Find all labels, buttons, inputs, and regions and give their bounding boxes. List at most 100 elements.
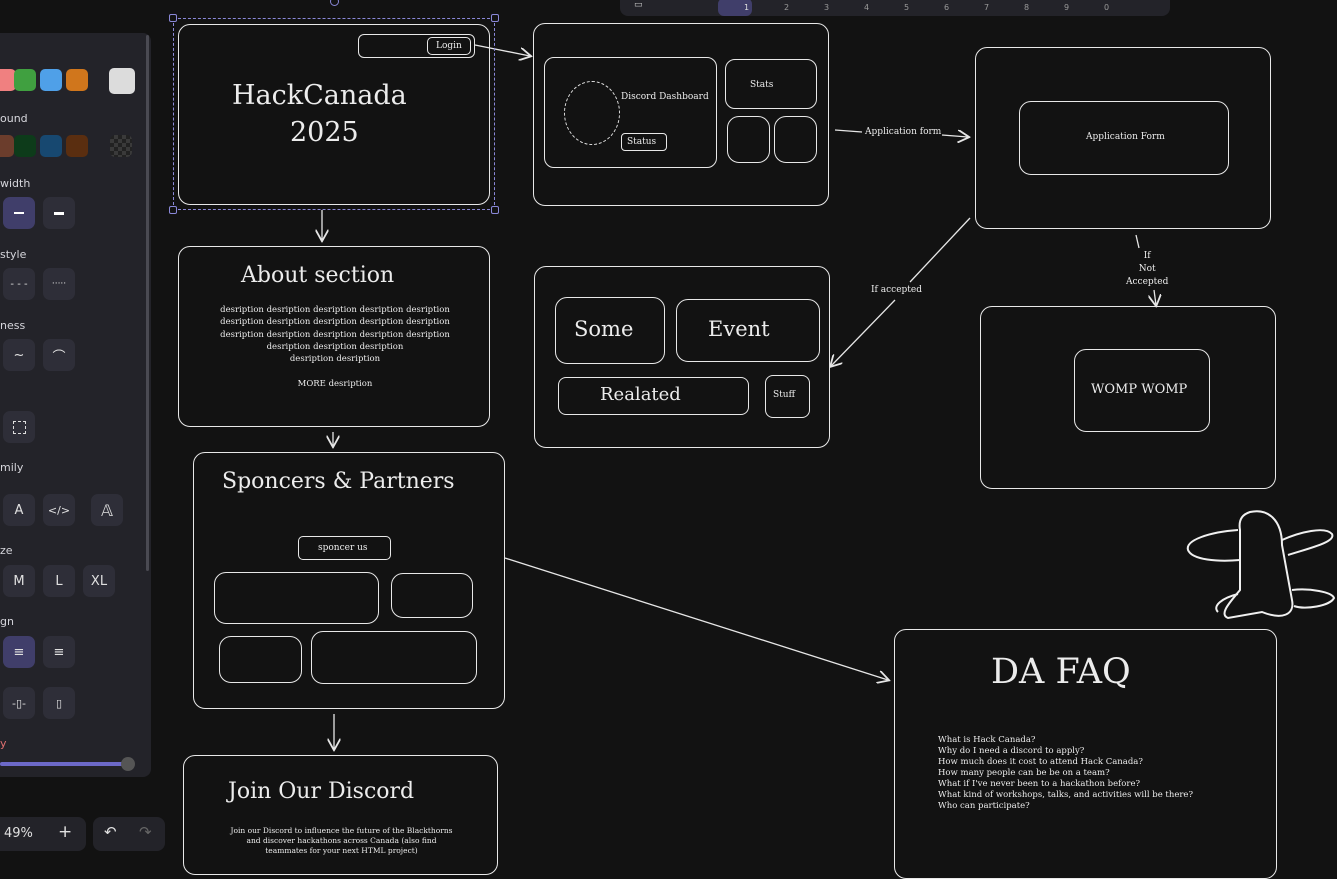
stroke-width-extra-bold-button[interactable] <box>43 197 75 229</box>
faq-question[interactable]: What kind of workshops, talks, and activ… <box>938 790 1193 801</box>
bg-color-transparent[interactable] <box>110 135 132 157</box>
align-right-button[interactable]: ≡ <box>43 636 75 668</box>
stroke-color-current[interactable] <box>109 68 135 94</box>
dashboard-frame[interactable]: Discord Dashboard Status Stats <box>533 23 829 206</box>
stat-tile[interactable] <box>727 116 770 163</box>
selection-handle[interactable] <box>169 206 177 214</box>
undo-icon[interactable]: ↶ <box>104 823 117 841</box>
if-not-accepted-line: Accepted <box>1126 277 1168 287</box>
zoom-in-icon[interactable]: + <box>58 822 72 842</box>
sloppiness-cartoonist-button[interactable]: ⌒ <box>43 339 75 371</box>
about-more: MORE desription <box>179 378 491 390</box>
font-size-m-button[interactable]: M <box>3 565 35 597</box>
dotted-line-icon: ····· <box>52 279 66 289</box>
about-line: desription desription <box>179 353 491 365</box>
zoom-level[interactable]: 49% <box>4 826 33 841</box>
stroke-color-orange[interactable] <box>66 69 88 91</box>
event-card-some[interactable]: Some <box>555 297 665 364</box>
bg-color-blue[interactable] <box>40 135 62 157</box>
discord-line: Join our Discord to influence the future… <box>184 826 499 836</box>
application-form-card[interactable]: Application Form <box>1019 101 1229 175</box>
arrow-application-to-events-head <box>831 300 895 366</box>
faq-question[interactable]: Why do I need a discord to apply? <box>938 746 1193 757</box>
font-handdrawn-button[interactable]: 𝔸 <box>91 494 123 526</box>
vertical-align-middle-button[interactable]: -▯- <box>3 687 35 719</box>
bg-color-green[interactable] <box>14 135 36 157</box>
stroke-style-dotted-button[interactable]: ····· <box>43 268 75 300</box>
opacity-slider-thumb[interactable] <box>121 757 135 771</box>
stat-tile[interactable] <box>774 116 817 163</box>
dashed-line-icon: - - - <box>10 279 27 290</box>
tool-shortcut-7[interactable]: 7 <box>984 3 989 12</box>
tool-shortcut-8[interactable]: 8 <box>1024 3 1029 12</box>
sponsor-logo-slot <box>391 573 473 618</box>
event-card-related[interactable]: Realated <box>558 377 749 415</box>
womp-card[interactable]: WOMP WOMP <box>1074 349 1210 432</box>
font-size-l-label: L <box>55 574 62 589</box>
faq-question[interactable]: How much does it cost to attend Hack Can… <box>938 757 1193 768</box>
tool-shortcut-5[interactable]: 5 <box>904 3 909 12</box>
stroke-style-dashed-button[interactable]: - - - <box>3 268 35 300</box>
stroke-width-bold-button[interactable] <box>3 197 35 229</box>
sponsor-us-label: sponcer us <box>318 543 368 553</box>
tool-shortcut-3[interactable]: 3 <box>824 3 829 12</box>
font-normal-button[interactable]: A <box>3 494 35 526</box>
selection-handle[interactable] <box>491 206 499 214</box>
stroke-color-green[interactable] <box>14 69 36 91</box>
sloppiness-artist-button[interactable]: ~ <box>3 339 35 371</box>
tool-hand[interactable]: ▭ <box>634 0 648 8</box>
opacity-slider[interactable] <box>0 762 128 766</box>
rejected-frame[interactable]: WOMP WOMP <box>980 306 1276 489</box>
redo-icon[interactable]: ↷ <box>139 823 152 841</box>
tool-shortcut-0[interactable]: 0 <box>1104 3 1109 12</box>
font-size-xl-button[interactable]: XL <box>83 565 115 597</box>
edges-sharp-button[interactable] <box>3 411 35 443</box>
application-frame[interactable]: Application Form <box>975 47 1271 229</box>
events-frame[interactable]: Some Event Realated Stuff <box>534 266 830 448</box>
dashboard-title: Discord Dashboard <box>621 92 709 102</box>
tool-shortcut-6[interactable]: 6 <box>944 3 949 12</box>
tool-shortcut-9[interactable]: 9 <box>1064 3 1069 12</box>
vertical-align-bottom-button[interactable]: ▯ <box>43 687 75 719</box>
faq-question[interactable]: What if I've never been to a hackathon b… <box>938 779 1193 790</box>
status-badge[interactable]: Status <box>621 133 667 151</box>
align-bottom-icon: ▯ <box>56 697 62 710</box>
tool-shortcut-2[interactable]: 2 <box>784 3 789 12</box>
about-title: About section <box>241 263 394 288</box>
faq-question[interactable]: What is Hack Canada? <box>938 735 1193 746</box>
hero-title: HackCanada <box>232 80 407 111</box>
faq-question[interactable]: Who can participate? <box>938 801 1193 812</box>
bg-color-brown[interactable] <box>0 135 14 157</box>
event-related-label: Realated <box>600 384 681 405</box>
sponsor-us-button[interactable]: sponcer us <box>298 536 391 560</box>
discord-frame[interactable]: Join Our Discord Join our Discord to inf… <box>183 755 498 875</box>
font-size-l-button[interactable]: L <box>43 565 75 597</box>
selection-handle[interactable] <box>491 14 499 22</box>
event-card-event[interactable]: Event <box>676 299 820 362</box>
selection-rotate-handle[interactable] <box>330 0 339 6</box>
event-card-stuff[interactable]: Stuff <box>765 375 810 418</box>
login-button[interactable]: Login <box>427 37 471 55</box>
stroke-color-blue[interactable] <box>40 69 62 91</box>
sponsors-frame[interactable]: Sponcers & Partners sponcer us <box>193 452 505 709</box>
faq-title: DA FAQ <box>991 652 1131 692</box>
align-center-button[interactable]: ≡ <box>3 636 35 668</box>
stats-label: Stats <box>750 80 773 90</box>
bg-color-orange[interactable] <box>66 135 88 157</box>
arrow-application-to-womp-head <box>1154 290 1156 305</box>
hero-frame[interactable]: Login HackCanada 2025 <box>178 24 490 205</box>
selection-handle[interactable] <box>169 14 177 22</box>
panel-scrollbar[interactable] <box>146 35 149 571</box>
shape-toolbar: ▭ 1 2 3 4 5 6 7 8 9 0 <box>620 0 1170 16</box>
font-code-button[interactable]: </> <box>43 494 75 526</box>
hero-year: 2025 <box>290 117 359 148</box>
stats-card[interactable]: Stats <box>725 59 817 109</box>
faq-frame[interactable]: DA FAQ What is Hack Canada? Why do I nee… <box>894 629 1277 879</box>
opacity-label: y <box>0 737 7 750</box>
dashboard-profile-card[interactable]: Discord Dashboard Status <box>544 57 717 168</box>
arrow-dashboard-to-application <box>835 130 862 132</box>
faq-question[interactable]: How many people can be be on a team? <box>938 768 1193 779</box>
about-frame[interactable]: About section desription desription desr… <box>178 246 490 427</box>
tool-shortcut-4[interactable]: 4 <box>864 3 869 12</box>
whiteboard-canvas[interactable]: ▭ 1 2 3 4 5 6 7 8 9 0 ound width style -… <box>0 0 1337 861</box>
